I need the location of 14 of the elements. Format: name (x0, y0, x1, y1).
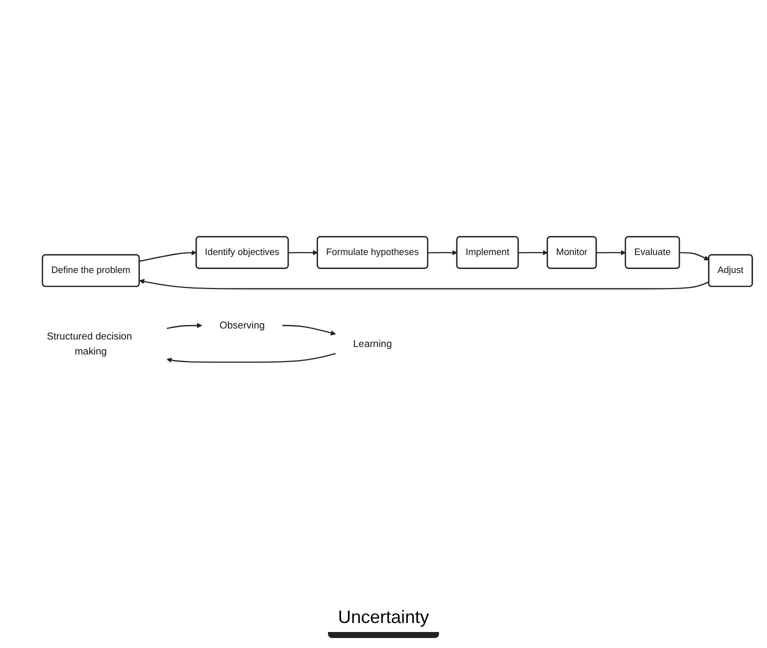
arrow (139, 279, 710, 290)
spiral-label: Uncertainty (328, 603, 440, 638)
node-text: Observing (219, 320, 265, 332)
arrow (518, 250, 548, 256)
arrow (680, 252, 710, 261)
node-text: Learning (353, 338, 392, 350)
arrow (166, 323, 202, 330)
arrow (166, 353, 336, 364)
arrow (288, 250, 318, 256)
arrow (596, 250, 626, 256)
arrow (428, 250, 458, 256)
arrow (282, 325, 336, 336)
node-text: Structured decision making (46, 331, 132, 358)
arrow (139, 250, 197, 262)
